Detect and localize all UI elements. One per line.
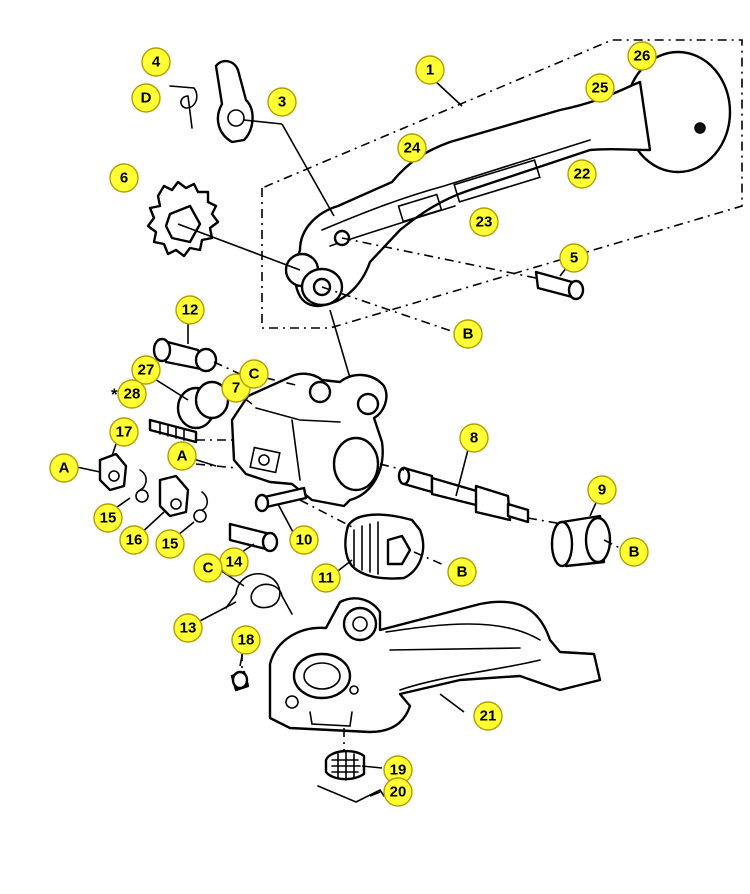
callout-21: 21 (473, 701, 503, 731)
pin-part-18 (230, 670, 250, 692)
svg-text:21: 21 (480, 708, 497, 725)
callouts: 1 3 4 D 5 6 7 8 9 10 11 12 13 14 15 15 1… (49, 41, 657, 807)
callout-16: 16 (119, 525, 149, 555)
gear-part-6 (146, 180, 220, 258)
svg-text:14: 14 (226, 554, 243, 571)
sleeve-part-27 (176, 380, 230, 430)
callout-C-top: C (239, 359, 269, 389)
svg-text:26: 26 (634, 48, 651, 65)
pin-part-12 (152, 337, 218, 373)
callout-A-left: A (49, 453, 79, 483)
svg-text:B: B (457, 564, 468, 581)
svg-text:15: 15 (162, 536, 179, 553)
assembly-lines-top (177, 79, 575, 379)
callout-17: 17 (109, 417, 139, 447)
svg-text:8: 8 (470, 430, 478, 447)
callout-B-nut: B (447, 557, 477, 587)
knurled-nut-part-11 (344, 513, 425, 580)
screw-part-28 (148, 418, 198, 444)
callout-10: 10 (289, 525, 319, 555)
callout-C-bottom: C (193, 553, 223, 583)
svg-text:16: 16 (126, 532, 143, 549)
callout-12: 12 (175, 295, 205, 325)
svg-text:10: 10 (296, 532, 313, 549)
hex-key-part-20 (317, 785, 385, 803)
svg-text:B: B (629, 544, 640, 561)
callout-19: 19 (383, 755, 413, 785)
callout-23: 23 (469, 207, 499, 237)
svg-text:3: 3 (278, 94, 286, 111)
pawl-part-16 (158, 474, 190, 518)
svg-text:1: 1 (426, 62, 434, 79)
shaft-part-8 (397, 466, 530, 524)
svg-text:22: 22 (574, 166, 591, 183)
svg-text:25: 25 (592, 80, 609, 97)
base-part-21 (268, 597, 602, 734)
callout-15-left: 15 (93, 503, 123, 533)
svg-text:13: 13 (180, 620, 197, 637)
spring-part-4 (169, 85, 198, 129)
svg-text:27: 27 (138, 362, 155, 379)
callout-22: 22 (567, 159, 597, 189)
callout-27: 27 (131, 355, 161, 385)
clips-part-15 (135, 469, 209, 523)
svg-text:19: 19 (390, 762, 407, 779)
svg-text:17: 17 (116, 424, 133, 441)
svg-text:15: 15 (100, 510, 117, 527)
svg-text:B: B (463, 326, 474, 343)
callout-B-right: B (619, 537, 649, 567)
svg-text:23: 23 (476, 214, 493, 231)
svg-text:4: 4 (152, 54, 161, 71)
callout-9: 9 (587, 475, 617, 505)
svg-text:A: A (177, 448, 188, 465)
callout-28-star: * (111, 385, 118, 404)
callout-15-right: 15 (155, 529, 185, 559)
callout-1: 1 (415, 55, 445, 85)
svg-text:A: A (59, 460, 70, 477)
svg-text:9: 9 (598, 482, 606, 499)
callout-6: 6 (109, 163, 139, 193)
callout-5: 5 (559, 243, 589, 273)
handle-assembly-box (261, 39, 743, 329)
svg-text:5: 5 (570, 250, 578, 267)
pawl-part-17 (98, 452, 128, 492)
svg-text:28: 28 (124, 386, 141, 403)
callout-25: 25 (585, 73, 615, 103)
callout-24: 24 (397, 133, 427, 163)
svg-text:20: 20 (390, 784, 407, 801)
svg-text:D: D (141, 90, 152, 107)
callout-26: 26 (627, 41, 657, 71)
callout-8: 8 (459, 423, 489, 453)
cam-part-3 (214, 59, 254, 144)
callout-B-top: B (453, 319, 483, 349)
pin-part-5 (534, 270, 585, 301)
screw-part-10 (254, 486, 308, 513)
callout-18: 18 (231, 625, 261, 655)
callout-14: 14 (219, 547, 249, 577)
callout-A-middle: A (167, 441, 197, 471)
pin-part-14 (228, 522, 279, 553)
svg-text:6: 6 (120, 170, 128, 187)
callout-4: 4 (141, 47, 171, 77)
svg-text:C: C (249, 366, 260, 383)
lever-handle-part (284, 50, 732, 308)
svg-text:C: C (203, 560, 214, 577)
callout-3: 3 (267, 87, 297, 117)
callout-28: 28 (117, 379, 147, 409)
callout-D: D (131, 83, 161, 113)
callout-20: 20 (383, 777, 413, 807)
callout-11: 11 (311, 563, 341, 593)
body-part-7 (230, 372, 388, 508)
svg-text:7: 7 (232, 380, 240, 397)
callout-13: 13 (173, 613, 203, 643)
svg-text:11: 11 (318, 570, 334, 587)
svg-text:18: 18 (238, 632, 255, 649)
bushing-part-9 (550, 514, 612, 568)
svg-text:12: 12 (182, 302, 199, 319)
svg-text:24: 24 (404, 140, 421, 157)
gripper-part-19 (324, 749, 366, 781)
